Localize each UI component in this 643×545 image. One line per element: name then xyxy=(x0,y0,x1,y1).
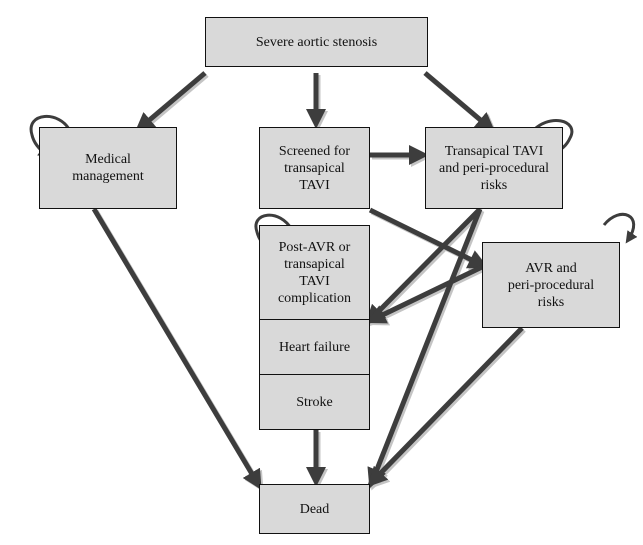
node-dead: Dead xyxy=(259,484,370,534)
edge-screened-to-avr xyxy=(368,207,489,269)
node-heart-failure: Heart failure xyxy=(259,319,370,375)
node-stroke: Stroke xyxy=(259,374,370,430)
edge-avr-to-post xyxy=(365,264,484,324)
node-screened-for-tavi: Screened for transapical TAVI xyxy=(259,127,370,209)
edge-shadow xyxy=(367,209,484,327)
edge-medical-to-dead xyxy=(91,207,262,491)
edge-tavi-to-dead xyxy=(367,208,483,489)
edge-avr-to-dead xyxy=(367,326,524,488)
edge-severe-to-tavi xyxy=(423,71,496,133)
node-post-avr-complication: Post-AVR or transapical TAVI complicatio… xyxy=(259,225,370,320)
node-transapical-tavi: Transapical TAVI and peri-procedural ris… xyxy=(425,127,563,209)
node-avr-peri-procedural: AVR and peri-procedural risks xyxy=(482,242,620,328)
node-severe-aortic-stenosis: Severe aortic stenosis xyxy=(205,17,428,67)
edge-shadow xyxy=(136,73,209,135)
edge-shadow xyxy=(369,210,485,491)
node-medical-management: Medical management xyxy=(39,127,177,209)
edge-severe-to-medical xyxy=(134,71,207,133)
self-loop-avr xyxy=(602,212,638,244)
edge-tavi-to-post xyxy=(365,207,482,325)
edge-shadow xyxy=(367,266,486,326)
edge-shadow xyxy=(369,328,526,490)
